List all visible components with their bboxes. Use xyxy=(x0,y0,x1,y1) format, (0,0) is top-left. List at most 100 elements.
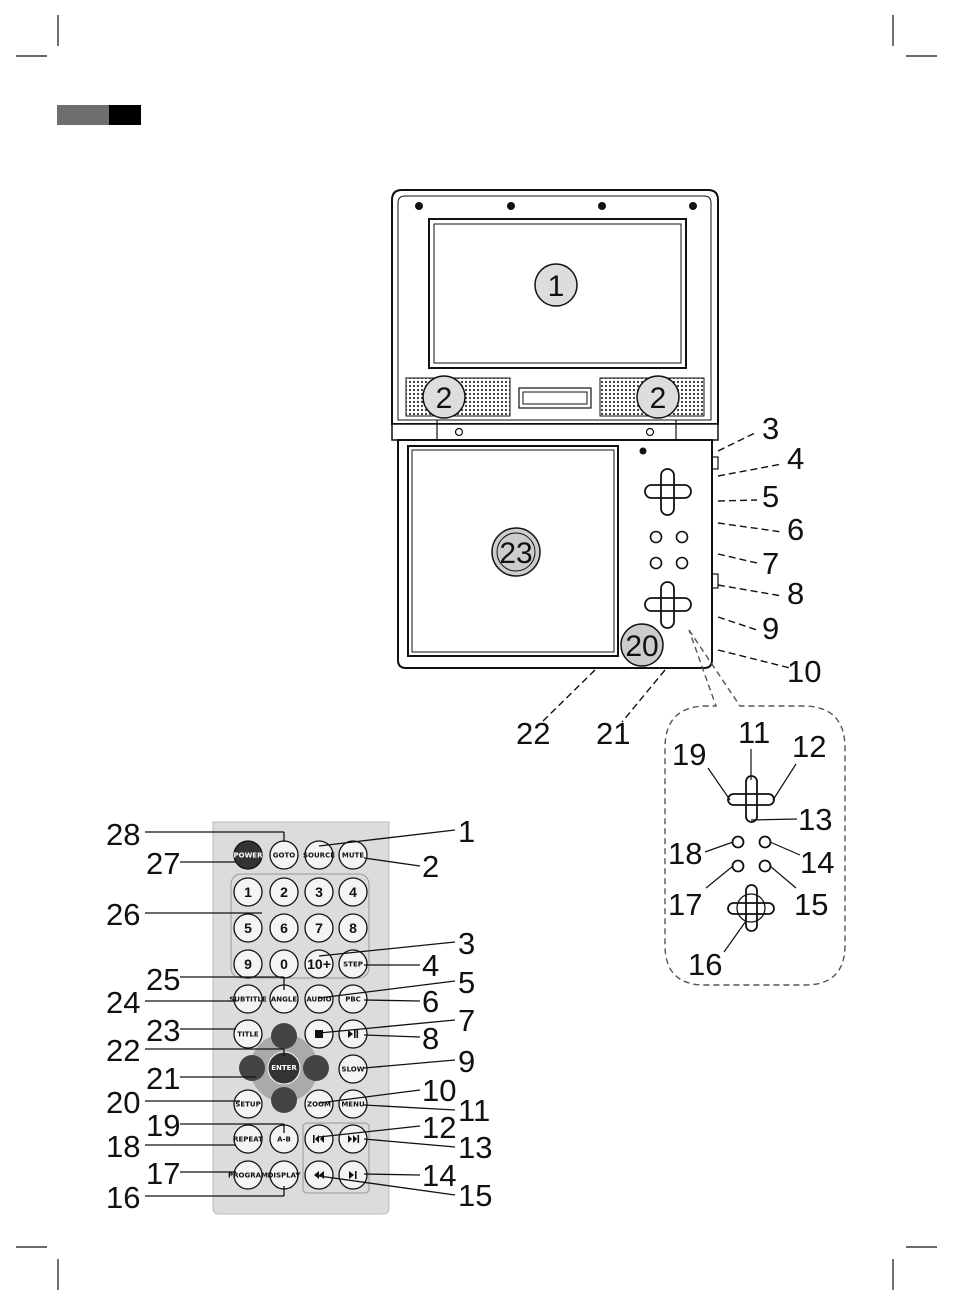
repeat-label: REPEAT xyxy=(233,1136,263,1144)
audio-button[interactable]: AUDIO xyxy=(305,985,333,1013)
remote-callout-25: 25 xyxy=(146,962,180,997)
screen-label: 1 xyxy=(548,270,565,303)
speaker-label-ball-left: 2 xyxy=(423,376,465,418)
callout-7: 7 xyxy=(762,546,779,581)
power-label: POWER xyxy=(234,852,264,860)
detail-callout-11: 11 xyxy=(738,715,770,750)
remote-callout-3: 3 xyxy=(458,926,475,961)
detail-callout-15: 15 xyxy=(794,887,828,922)
menu-button[interactable]: MENU xyxy=(339,1090,367,1118)
n0-button[interactable]: 0 xyxy=(270,950,298,978)
n4-button[interactable]: 4 xyxy=(339,878,367,906)
remote-callout-26: 26 xyxy=(106,897,140,932)
pbc-label: PBC xyxy=(345,996,361,1004)
callout-22: 22 xyxy=(516,716,550,751)
callout-21: 21 xyxy=(596,716,630,751)
remote-callout-15: 15 xyxy=(458,1178,492,1213)
n3-button[interactable]: 3 xyxy=(305,878,333,906)
disc-label: 23 xyxy=(499,537,532,570)
n9-label: 9 xyxy=(244,956,252,972)
n8-label: 8 xyxy=(349,920,357,936)
n10-button[interactable]: 10+ xyxy=(305,950,333,978)
remote-callout-24: 24 xyxy=(106,985,140,1020)
n2-label: 2 xyxy=(280,884,288,900)
disc-close-label: 20 xyxy=(625,630,658,663)
prev-button[interactable] xyxy=(305,1125,333,1153)
repeat-button[interactable]: REPEAT xyxy=(233,1125,263,1153)
n2-button[interactable]: 2 xyxy=(270,878,298,906)
callout-9: 9 xyxy=(762,611,779,646)
detail-callout-12: 12 xyxy=(792,729,826,764)
n7-button[interactable]: 7 xyxy=(305,914,333,942)
speaker-label-left: 2 xyxy=(436,382,453,415)
detail-callout-13: 13 xyxy=(798,802,832,837)
slow-label: SLOW xyxy=(342,1066,365,1074)
remote-callout-21: 21 xyxy=(146,1061,180,1096)
slow-button[interactable]: SLOW xyxy=(339,1055,367,1083)
mute-button[interactable]: MUTE xyxy=(339,841,367,869)
rewind-button[interactable] xyxy=(305,1161,333,1189)
detail-mid-buttons xyxy=(733,837,771,872)
remote-callout-8: 8 xyxy=(422,1021,439,1056)
remote-callout-14: 14 xyxy=(422,1158,456,1193)
callout-8: 8 xyxy=(787,576,804,611)
remote-callout-16: 16 xyxy=(106,1180,140,1215)
callout-6: 6 xyxy=(787,512,804,547)
remote-callout-4: 4 xyxy=(422,948,439,983)
remote-callout-11: 11 xyxy=(458,1093,490,1128)
title-button[interactable]: TITLE xyxy=(234,1020,262,1048)
goto-label: GOTO xyxy=(273,852,295,860)
step-button[interactable]: STEP xyxy=(339,950,367,978)
detail-lower-dpad xyxy=(728,885,774,931)
n8-button[interactable]: 8 xyxy=(339,914,367,942)
n9-button[interactable]: 9 xyxy=(234,950,262,978)
callout-4: 4 xyxy=(787,441,804,476)
remote-callout-23: 23 xyxy=(146,1013,180,1048)
remote-callout-22: 22 xyxy=(106,1033,140,1068)
n3-label: 3 xyxy=(315,884,323,900)
remote-callout-12: 12 xyxy=(422,1110,456,1145)
stop-button[interactable] xyxy=(305,1020,333,1048)
n1-button[interactable]: 1 xyxy=(234,878,262,906)
subtitle-label: SUBTITLE xyxy=(229,996,267,1004)
stop-icon xyxy=(315,1030,323,1038)
power-button[interactable]: POWER xyxy=(234,841,264,869)
n1-label: 1 xyxy=(244,884,252,900)
source-label: SOURCE xyxy=(303,852,335,860)
n5-button[interactable]: 5 xyxy=(234,914,262,942)
speaker-label-ball-right: 2 xyxy=(637,376,679,418)
title-label: TITLE xyxy=(237,1031,259,1039)
remote-callout-10: 10 xyxy=(422,1073,456,1108)
remote-callout-20: 20 xyxy=(106,1085,140,1120)
enter-label: ENTER xyxy=(271,1064,297,1072)
remote-callout-1: 1 xyxy=(458,814,475,849)
remote-callout-17: 17 xyxy=(146,1156,180,1191)
remote-callout-9: 9 xyxy=(458,1044,475,1079)
goto-button[interactable]: GOTO xyxy=(270,841,298,869)
n5-label: 5 xyxy=(244,920,252,936)
pbc-button[interactable]: PBC xyxy=(339,985,367,1013)
n6-button[interactable]: 6 xyxy=(270,914,298,942)
zoom-button[interactable]: ZOOM xyxy=(305,1090,333,1118)
remote-callout-2: 2 xyxy=(422,849,439,884)
next-button[interactable] xyxy=(339,1125,367,1153)
remote-callout-28: 28 xyxy=(106,817,140,852)
remote-callout-5: 5 xyxy=(458,965,475,1000)
speaker-label-right: 2 xyxy=(650,382,667,415)
forward-button[interactable] xyxy=(339,1161,367,1189)
n10-label: 10+ xyxy=(307,956,331,972)
screen-label-ball: 1 xyxy=(535,264,577,306)
setup-button[interactable]: SETUP xyxy=(234,1090,262,1118)
play-pause-button[interactable] xyxy=(339,1020,367,1048)
detail-callout-18: 18 xyxy=(668,836,702,871)
menu-label: MENU xyxy=(341,1101,365,1109)
callout-5: 5 xyxy=(762,479,779,514)
display-label: DISPLAY xyxy=(268,1172,302,1180)
remote-callout-13: 13 xyxy=(458,1130,492,1165)
detail-callout-19: 19 xyxy=(672,737,706,772)
n4-label: 4 xyxy=(349,884,357,900)
remote-callout-6: 6 xyxy=(422,984,439,1019)
lid-badge xyxy=(519,388,591,408)
mute-label: MUTE xyxy=(342,852,364,860)
